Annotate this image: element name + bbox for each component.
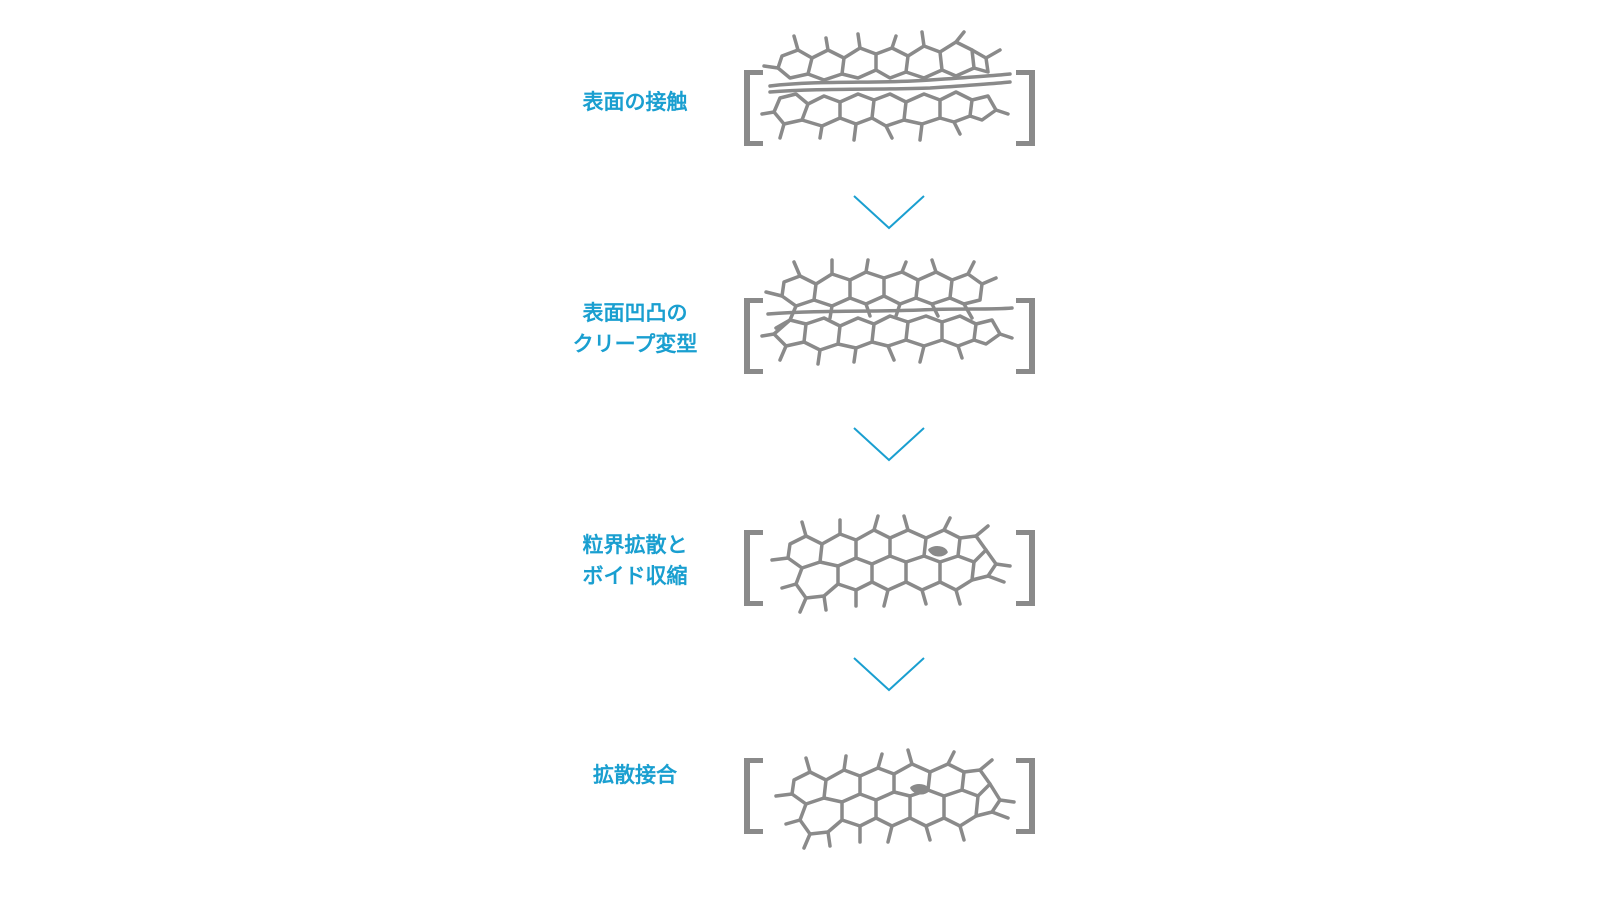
label-line: クリープ変型 xyxy=(572,332,698,356)
label-line: 表面の接触 xyxy=(582,90,688,114)
stage-label: 表面の接触 xyxy=(520,87,750,118)
label-line: 粒界拡散と xyxy=(582,533,688,557)
grain-structure-3 xyxy=(770,514,1012,614)
left-bracket xyxy=(744,70,763,146)
down-chevron-icon xyxy=(853,195,925,230)
label-line: 表面凹凸の xyxy=(582,301,688,325)
label-line: 拡散接合 xyxy=(593,763,677,787)
down-chevron-icon xyxy=(853,657,925,692)
right-bracket xyxy=(1016,70,1035,146)
stage-grain-boundary-diffusion: 粒界拡散と ボイド収縮 xyxy=(0,500,1600,630)
grain-structure-1 xyxy=(760,30,1012,142)
left-bracket xyxy=(744,530,763,606)
stage-creep-deformation: 表面凹凸の クリープ変型 xyxy=(0,258,1600,398)
stage-diffusion-bonding: 拡散接合 xyxy=(0,728,1600,858)
stage-surface-contact: 表面の接触 xyxy=(0,30,1600,170)
label-line: ボイド収縮 xyxy=(582,564,688,588)
left-bracket xyxy=(744,758,763,834)
stage-label: 表面凹凸の クリープ変型 xyxy=(520,298,750,360)
stage-label: 粒界拡散と ボイド収縮 xyxy=(520,530,750,592)
stage-label: 拡散接合 xyxy=(520,760,750,791)
right-bracket xyxy=(1016,298,1035,374)
right-bracket xyxy=(1016,530,1035,606)
grain-structure-4 xyxy=(774,748,1016,850)
down-chevron-icon xyxy=(853,427,925,462)
grain-structure-2 xyxy=(760,258,1014,366)
right-bracket xyxy=(1016,758,1035,834)
left-bracket xyxy=(744,298,763,374)
